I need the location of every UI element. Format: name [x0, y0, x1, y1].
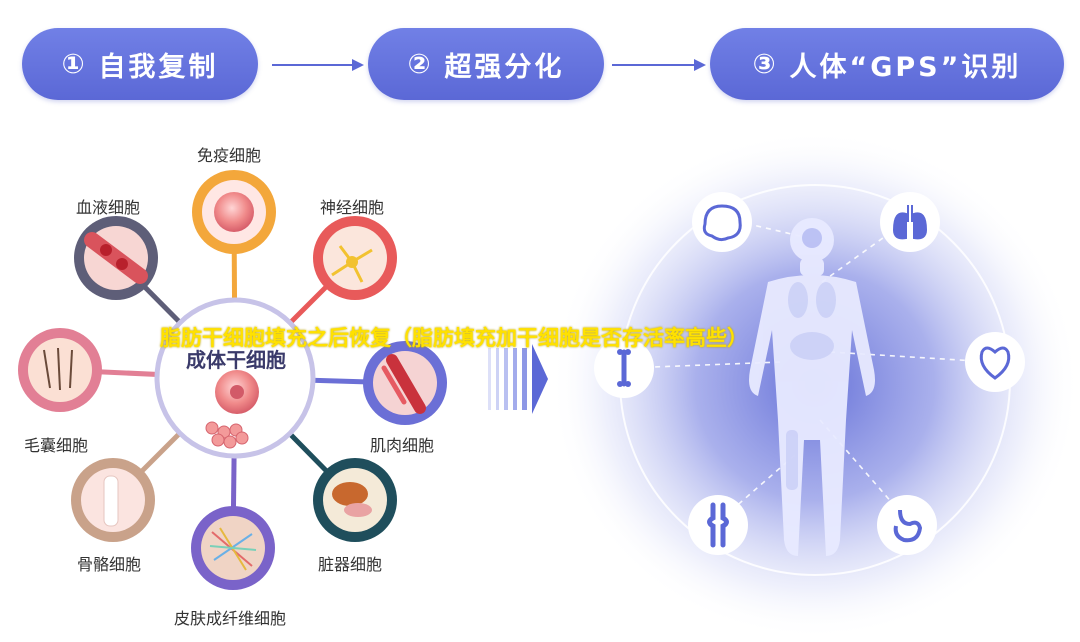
step-2-number: ② [407, 48, 431, 80]
muscle-cell-label: 肌肉细胞 [370, 436, 435, 455]
step-3-gps-recognition: ③ 人体“GPS”识别 [710, 28, 1064, 100]
fibroblast-cell-label: 皮肤成纤维细胞 [174, 609, 287, 628]
organ-cell-node [313, 458, 397, 542]
bone-circle [594, 338, 654, 398]
arrow-right-icon [612, 59, 706, 71]
brain-circle [692, 192, 752, 252]
nerve-cell-node [313, 216, 397, 300]
fibroblast-cell-node [191, 506, 275, 590]
stem-cell-hub [154, 297, 316, 459]
immune-cell-node [192, 170, 276, 254]
immune-cell-label: 免疫细胞 [197, 146, 262, 165]
bone-cell-label: 骨骼细胞 [77, 555, 142, 574]
arrow-right-icon [272, 59, 364, 71]
step-3-number: ③ [752, 48, 776, 80]
center-title: 成体干细胞 [186, 348, 286, 372]
nerve-cell-label: 神经细胞 [320, 198, 385, 217]
overlay-caption: 脂肪干细胞填充之后恢复（脂肪填充加干细胞是否存活率高些） [160, 326, 748, 350]
hair-follicle-cell-node [18, 328, 102, 412]
knee-circle [688, 495, 748, 555]
knee-joint-icon [707, 502, 729, 548]
lungs-icon [892, 205, 928, 240]
stomach-icon [893, 509, 923, 543]
step-1-number: ① [61, 48, 85, 80]
step-1-label: 自我复制 [98, 51, 219, 83]
brain-icon [702, 204, 742, 242]
blood-cell-node [74, 216, 158, 300]
stomach-circle [877, 495, 937, 555]
internal-organs [786, 228, 836, 490]
lungs-circle [880, 192, 940, 252]
hair-follicle-cell-label: 毛囊细胞 [24, 436, 89, 455]
blood-cell-label: 血液细胞 [76, 198, 141, 217]
organ-cell-label: 脏器细胞 [318, 555, 383, 574]
heart-icon [979, 346, 1011, 380]
transition-arrow-icon [488, 344, 548, 414]
bone-cell-node [71, 458, 155, 542]
muscle-cell-node [363, 341, 447, 425]
heart-circle [965, 332, 1025, 392]
step-2-label: 超强分化 [444, 51, 565, 83]
step-2-differentiation: ② 超强分化 [368, 28, 604, 100]
step-3-label: 人体“GPS”识别 [789, 51, 1022, 83]
step-1-self-replication: ① 自我复制 [22, 28, 258, 100]
